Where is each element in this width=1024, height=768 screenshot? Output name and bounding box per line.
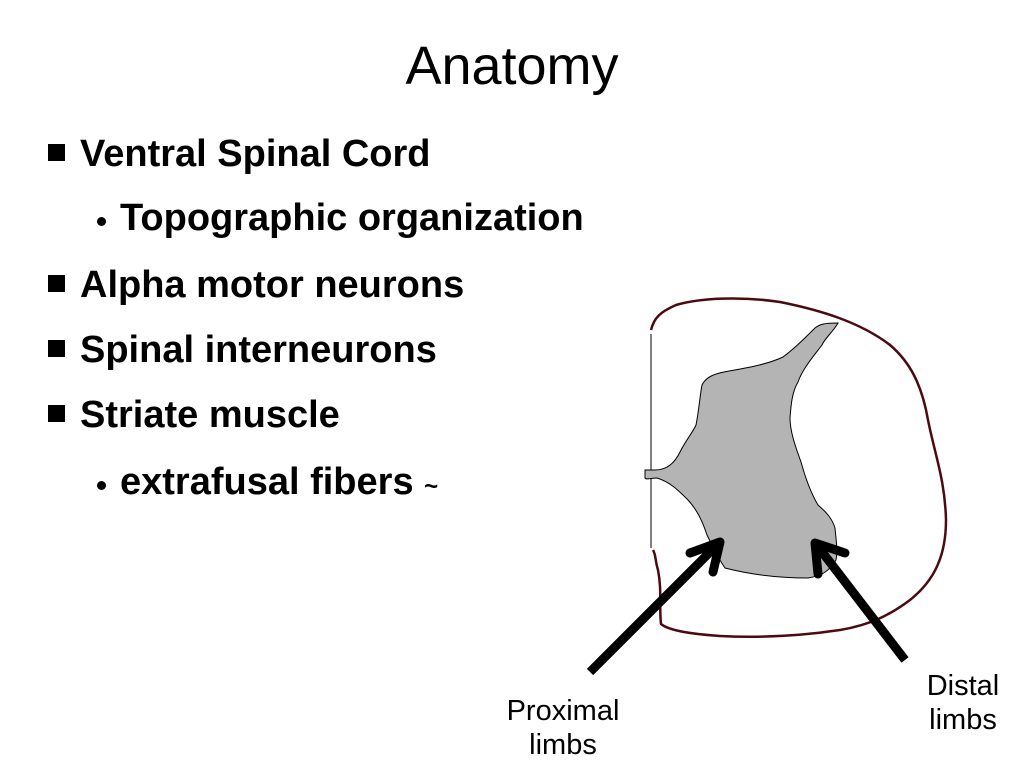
square-bullet-icon (48, 405, 65, 423)
proximal-limbs-label: Proximal limbs (490, 694, 636, 762)
bullet-text: Alpha motor neurons (80, 264, 465, 306)
bullet-item: Alpha motor neurons (48, 263, 464, 307)
bullet-text: Striate muscle (80, 394, 340, 436)
tilde-mark: ~ (424, 473, 439, 500)
bullet-item: Striate muscle (48, 393, 340, 437)
sub-bullet-item: extrafusal fibers ~ (97, 460, 438, 509)
bullet-text: extrafusal fibers (120, 461, 414, 503)
sub-bullet-item: Topographic organization (97, 196, 584, 240)
bullet-text: Ventral Spinal Cord (80, 133, 431, 175)
arrow-proximal (586, 537, 725, 676)
bullet-text: Topographic organization (120, 197, 584, 239)
arrow-distal (810, 538, 909, 663)
square-bullet-icon (48, 275, 65, 293)
label-line: limbs (529, 729, 597, 761)
label-line: Distal (926, 670, 1000, 702)
dot-bullet-icon (97, 217, 106, 227)
gray-matter (644, 322, 839, 579)
square-bullet-icon (48, 340, 65, 358)
bullet-item: Ventral Spinal Cord (48, 132, 431, 176)
slide-title: Anatomy (405, 36, 619, 96)
label-line: Proximal (506, 695, 620, 727)
bullet-item: Spinal interneurons (48, 328, 437, 372)
dot-bullet-icon (97, 481, 106, 491)
bullet-text: Spinal interneurons (80, 329, 437, 371)
label-line: limbs (929, 704, 997, 736)
square-bullet-icon (48, 144, 65, 162)
cord-outline (649, 297, 948, 638)
distal-limbs-label: Distal limbs (908, 669, 1018, 737)
